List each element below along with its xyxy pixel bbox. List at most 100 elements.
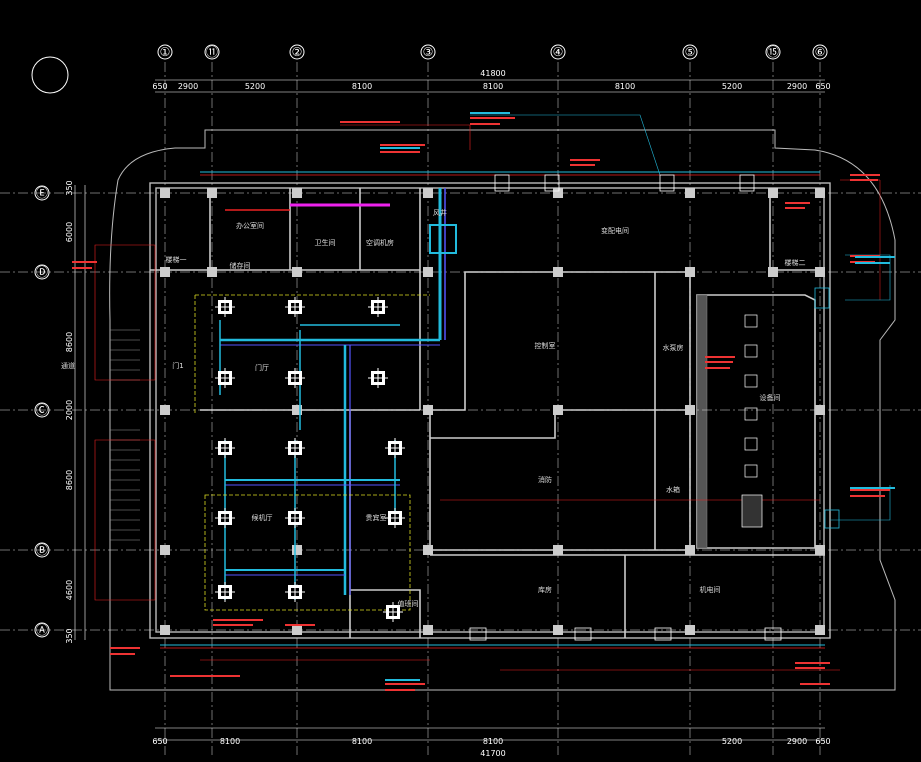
grid-bubble-col: [289, 44, 305, 60]
room-label-office: 办公室间: [236, 221, 264, 230]
structural-column: [685, 188, 695, 198]
structural-column: [553, 405, 563, 415]
diffuser-icon: [385, 438, 405, 458]
left-dimension-text: 350: [65, 180, 74, 195]
room-label-tank: 水箱: [666, 485, 680, 494]
left-dimension-text: 4600: [65, 580, 74, 600]
structural-column: [423, 267, 433, 277]
north-arrow-icon: [31, 56, 69, 94]
grid-bubble-row: [34, 542, 50, 558]
top-dimension-text: 2900: [787, 82, 807, 91]
bottom-dimension-text: 2900: [787, 737, 807, 746]
left-dimension-text: 8600: [65, 470, 74, 490]
room-label-shaft: 风井: [433, 208, 447, 217]
grid-bubble-col: [812, 44, 828, 60]
structural-column: [292, 188, 302, 198]
diffuser-icon: [285, 582, 305, 602]
room-label-gate: 门1: [172, 361, 183, 370]
room-label-storage: 储存间: [230, 261, 251, 270]
structural-column: [685, 267, 695, 277]
top-air-units: [429, 174, 840, 641]
grid-label-row: Ⓒ: [36, 403, 48, 417]
top-dimension-text: 2900: [178, 82, 198, 91]
diffuser-icon: [383, 602, 403, 622]
room-label-control: 控制室: [535, 341, 556, 350]
structural-column: [423, 625, 433, 635]
diffuser-icon: [285, 297, 305, 317]
bottom-overall-dimension: 41700: [480, 749, 505, 758]
bottom-dimension-text: 8100: [352, 737, 372, 746]
left-dimension-text: 8600: [65, 332, 74, 352]
top-dimension-text: 8100: [483, 82, 503, 91]
grid-bubble-col: [157, 44, 173, 60]
structural-column: [768, 188, 778, 198]
annotation-marks: [72, 112, 895, 691]
grid-label-row: Ⓓ: [36, 265, 48, 279]
diffuser-icon: [215, 508, 235, 528]
duct-network: [94, 114, 891, 671]
grid-bubble-col: [682, 44, 698, 60]
room-label-stair1: 楼梯一: [166, 255, 187, 264]
structural-column: [553, 188, 563, 198]
room-label-waiting: 候机厅: [252, 513, 273, 522]
grid-label-row: Ⓐ: [36, 623, 48, 637]
structural-column: [160, 545, 170, 555]
diffuser-icon: [368, 297, 388, 317]
structural-column: [768, 267, 778, 277]
grid-bubble-col: [420, 44, 436, 60]
grid-bubble-col: [550, 44, 566, 60]
diffuser-icon: [215, 368, 235, 388]
room-label-equipment: 机电间: [700, 585, 721, 594]
grid-label-col: ⑪: [206, 45, 218, 59]
structural-column: [553, 545, 563, 555]
diffuser-icon: [385, 508, 405, 528]
room-label-duty: 值班间: [398, 599, 419, 608]
grid-bubble-row: [34, 185, 50, 201]
room-label-toilet: 卫生间: [315, 238, 336, 247]
structural-column: [685, 405, 695, 415]
bottom-dimension-text: 650: [815, 737, 830, 746]
top-dimension-text: 650: [152, 82, 167, 91]
structural-columns: [160, 188, 825, 635]
diffuser-icon: [215, 297, 235, 317]
bottom-dimension-text: 8100: [483, 737, 503, 746]
bottom-dimension-text: 5200: [722, 737, 742, 746]
structural-column: [815, 545, 825, 555]
top-dimension-text: 8100: [615, 82, 635, 91]
grid-label-row: Ⓑ: [36, 543, 48, 557]
grid-bubble-col: [765, 44, 781, 60]
structural-column: [553, 267, 563, 277]
bottom-dimension-text: 8100: [220, 737, 240, 746]
air-diffusers: [215, 297, 405, 622]
structural-column: [553, 625, 563, 635]
structural-column: [815, 188, 825, 198]
room-label-warehouse: 库房: [538, 585, 552, 594]
room-label-pump: 水泵房: [663, 343, 684, 352]
top-overall-dimension: 41800: [480, 69, 505, 78]
structural-column: [815, 267, 825, 277]
structural-column: [423, 405, 433, 415]
grid-label-col: ⑥: [815, 45, 826, 59]
grid-label-col: ⑤: [685, 45, 696, 59]
facade-outline: [109, 129, 896, 691]
grid-label-col: ④: [553, 45, 564, 59]
structural-column: [423, 545, 433, 555]
structural-column: [160, 625, 170, 635]
equipment-units: [741, 314, 763, 528]
room-label-fire: 消防: [538, 475, 552, 484]
grid-label-col: ⑮: [767, 45, 779, 59]
structural-column: [685, 625, 695, 635]
room-label-lounge: 贵宾室: [366, 513, 387, 522]
structural-column: [207, 188, 217, 198]
grid-label-col: ②: [292, 45, 303, 59]
structural-column: [207, 267, 217, 277]
diffuser-icon: [285, 438, 305, 458]
diffuser-icon: [285, 368, 305, 388]
grid-lines: [0, 62, 921, 755]
stair-hatch: [110, 329, 140, 541]
room-label-electric: 变配电间: [601, 226, 629, 235]
room-label-hall: 门厅: [255, 363, 269, 372]
structural-column: [160, 188, 170, 198]
top-dimension-text: 650: [815, 82, 830, 91]
structural-column: [815, 405, 825, 415]
